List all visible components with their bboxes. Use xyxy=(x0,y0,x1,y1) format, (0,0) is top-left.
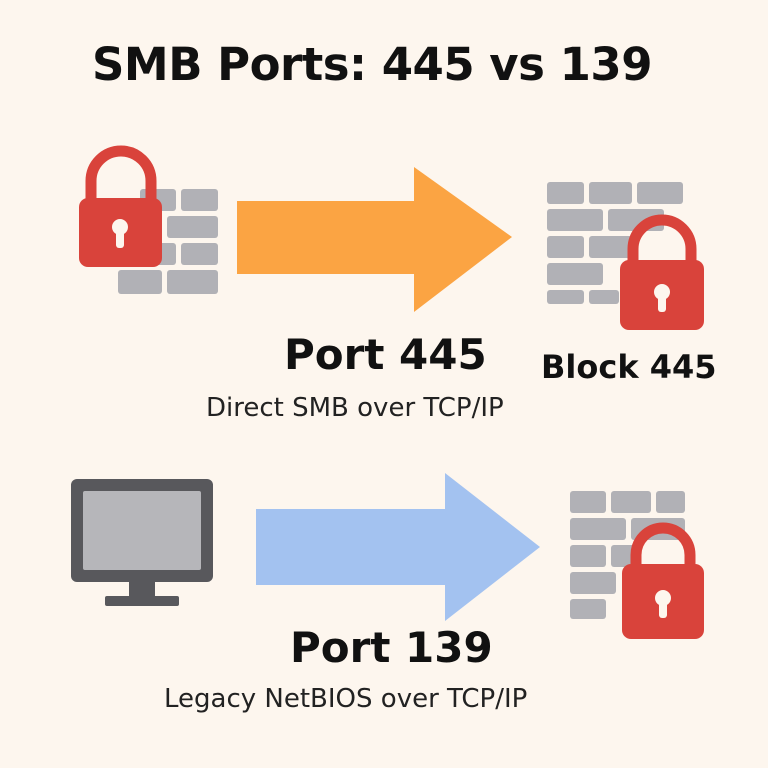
padlock-icon xyxy=(79,145,162,267)
port-445-label: Port 445 xyxy=(284,330,487,379)
computer-monitor-icon xyxy=(71,479,213,606)
source-firewall-icon-445 xyxy=(79,145,218,294)
target-firewall-icon-445 xyxy=(547,182,704,330)
arrow-445 xyxy=(237,167,512,312)
target-firewall-icon-139 xyxy=(570,491,704,639)
arrow-139 xyxy=(256,473,540,621)
block-445-label: Block 445 xyxy=(541,348,717,386)
port-445-description: Direct SMB over TCP/IP xyxy=(206,393,504,423)
padlock-icon xyxy=(622,522,704,639)
port-139-description: Legacy NetBIOS over TCP/IP xyxy=(164,684,528,714)
port-139-label: Port 139 xyxy=(290,623,493,672)
padlock-icon xyxy=(620,214,704,330)
diagram-title: SMB Ports: 445 vs 139 xyxy=(92,38,653,91)
